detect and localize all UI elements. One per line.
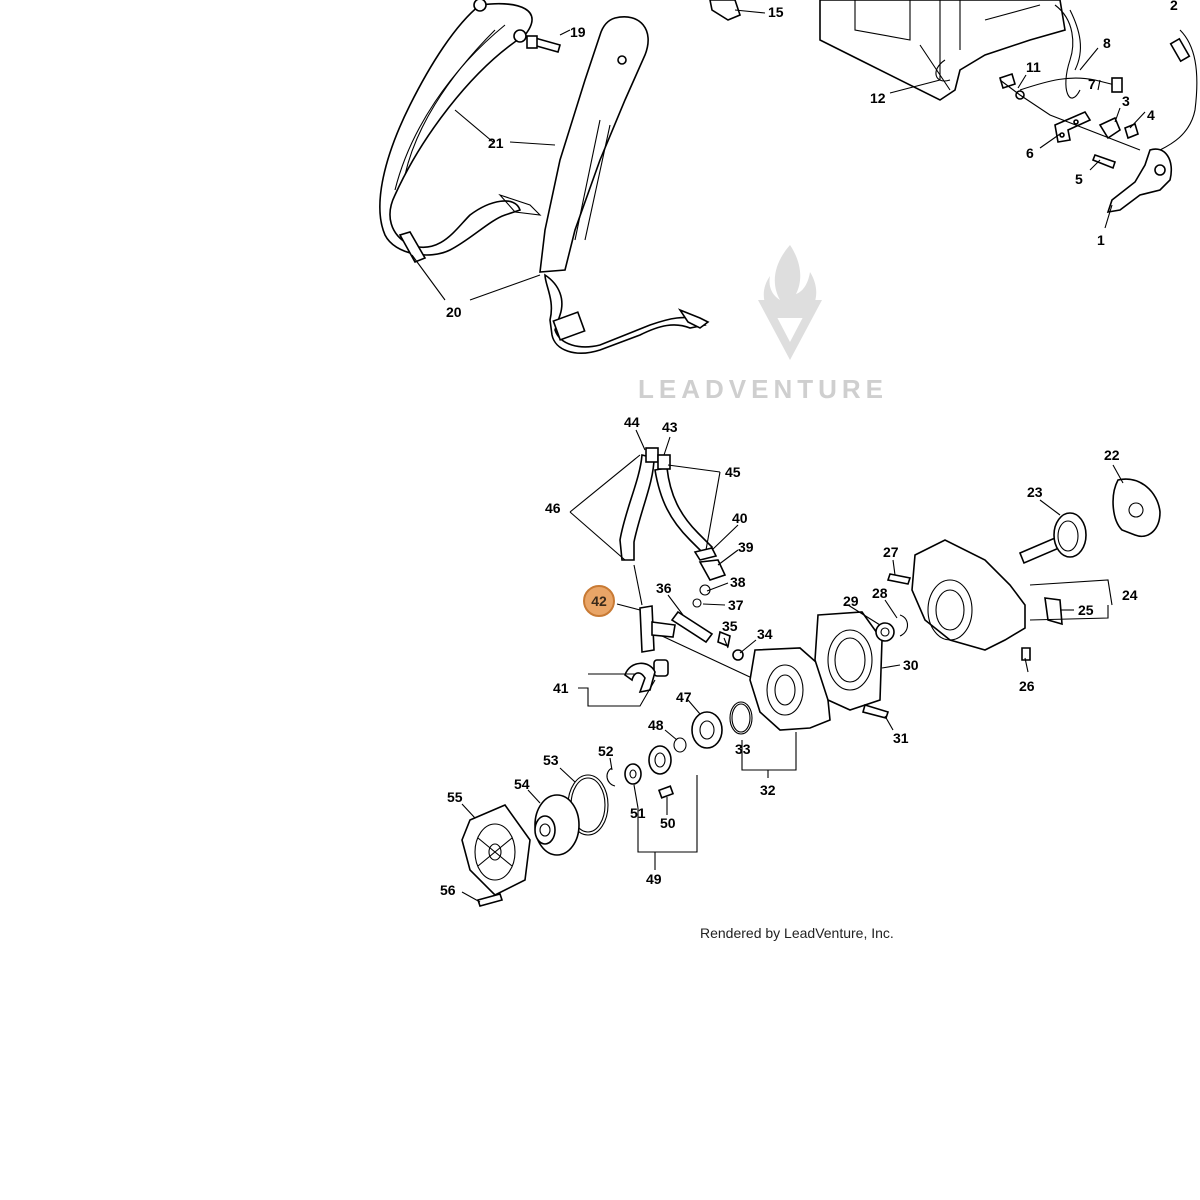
callout-labels: 1 2 3 4 5 6 7 8 11 12 15 19 20 21 22 23 … bbox=[440, 0, 1178, 898]
housing-32 bbox=[749, 647, 831, 731]
callout-41: 41 bbox=[553, 680, 569, 696]
bracket-15 bbox=[709, 0, 741, 21]
throttle-cable bbox=[1054, 4, 1081, 99]
callout-5: 5 bbox=[1075, 171, 1083, 187]
fitting-36 bbox=[670, 610, 714, 644]
hose-45 bbox=[654, 467, 714, 557]
callout-26: 26 bbox=[1019, 678, 1035, 694]
callout-48: 48 bbox=[648, 717, 664, 733]
washer-51 bbox=[624, 763, 642, 785]
ring-48 bbox=[673, 737, 687, 753]
clip-41 bbox=[624, 662, 656, 694]
back-pad bbox=[379, 3, 533, 256]
callout-56: 56 bbox=[440, 882, 456, 898]
callout-39: 39 bbox=[738, 539, 754, 555]
gearbox-assembly bbox=[729, 478, 1161, 735]
clutch-shoe-22 bbox=[1112, 478, 1161, 537]
shoulder-strap bbox=[539, 16, 649, 273]
harness-assembly bbox=[379, 0, 741, 354]
leader-lines bbox=[411, 9, 1146, 903]
hose-assembly bbox=[619, 447, 753, 694]
callout-33: 33 bbox=[735, 741, 751, 757]
oring-33 bbox=[729, 701, 753, 735]
callout-31: 31 bbox=[893, 730, 909, 746]
callout-45: 45 bbox=[725, 464, 741, 480]
frame bbox=[819, 0, 1066, 101]
callout-6: 6 bbox=[1026, 145, 1034, 161]
callout-4: 4 bbox=[1147, 107, 1155, 123]
callout-20: 20 bbox=[446, 304, 462, 320]
watermark: LEADVENTURE bbox=[638, 245, 888, 404]
footer-credit: Rendered by LeadVenture, Inc. bbox=[700, 925, 894, 941]
callout-12: 12 bbox=[870, 90, 886, 106]
callout-25: 25 bbox=[1078, 602, 1094, 618]
callout-3: 3 bbox=[1122, 93, 1130, 109]
callout-46: 46 bbox=[545, 500, 561, 516]
bearing-47 bbox=[691, 711, 723, 749]
callout-29: 29 bbox=[843, 593, 859, 609]
callout-8: 8 bbox=[1103, 35, 1111, 51]
switch-3 bbox=[1098, 116, 1121, 140]
cover-55 bbox=[461, 804, 531, 896]
callout-23: 23 bbox=[1027, 484, 1043, 500]
callout-40: 40 bbox=[732, 510, 748, 526]
clip-52 bbox=[606, 767, 616, 787]
callout-21: 21 bbox=[488, 135, 504, 151]
callout-34: 34 bbox=[757, 626, 773, 642]
frame-assembly bbox=[819, 0, 1198, 214]
highlighted-callout-42[interactable]: 42 bbox=[583, 585, 615, 617]
callout-53: 53 bbox=[543, 752, 559, 768]
callout-54: 54 bbox=[514, 776, 530, 792]
callout-35: 35 bbox=[722, 618, 738, 634]
gear-54 bbox=[534, 794, 580, 856]
callout-44: 44 bbox=[624, 414, 640, 430]
callout-30: 30 bbox=[903, 657, 919, 673]
callout-49: 49 bbox=[646, 871, 662, 887]
strap-loop bbox=[398, 231, 427, 264]
callout-19: 19 bbox=[570, 24, 586, 40]
callout-47: 47 bbox=[676, 689, 692, 705]
strap-buckle bbox=[544, 273, 707, 354]
callout-24: 24 bbox=[1122, 587, 1138, 603]
callout-2: 2 bbox=[1170, 0, 1178, 13]
callout-11: 11 bbox=[1026, 59, 1041, 75]
callout-36: 36 bbox=[656, 580, 672, 596]
callout-15: 15 bbox=[768, 4, 784, 20]
gear-assembly bbox=[461, 711, 723, 907]
callout-50: 50 bbox=[660, 815, 676, 831]
hose-46 bbox=[619, 453, 655, 561]
trigger-lever bbox=[1106, 148, 1172, 214]
clutch-housing-24 bbox=[911, 539, 1026, 651]
bracket-6 bbox=[1054, 110, 1092, 143]
tee-fitting-42 bbox=[639, 605, 676, 677]
washer bbox=[513, 29, 527, 43]
callout-52: 52 bbox=[598, 743, 614, 759]
bearing-50 bbox=[648, 745, 672, 775]
screw-56 bbox=[476, 893, 504, 907]
callout-22: 22 bbox=[1104, 447, 1120, 463]
callout-32: 32 bbox=[760, 782, 776, 798]
callout-55: 55 bbox=[447, 789, 463, 805]
callout-7: 7 bbox=[1088, 76, 1096, 92]
watermark-text: LEADVENTURE bbox=[638, 374, 888, 404]
callout-1: 1 bbox=[1097, 232, 1105, 248]
callout-37: 37 bbox=[728, 597, 744, 613]
callout-43: 43 bbox=[662, 419, 678, 435]
bolt-19 bbox=[526, 35, 561, 53]
callout-27: 27 bbox=[883, 544, 899, 560]
callout-38: 38 bbox=[730, 574, 746, 590]
callout-51: 51 bbox=[630, 805, 646, 821]
leadventure-logo-icon bbox=[758, 245, 822, 360]
callout-28: 28 bbox=[872, 585, 888, 601]
